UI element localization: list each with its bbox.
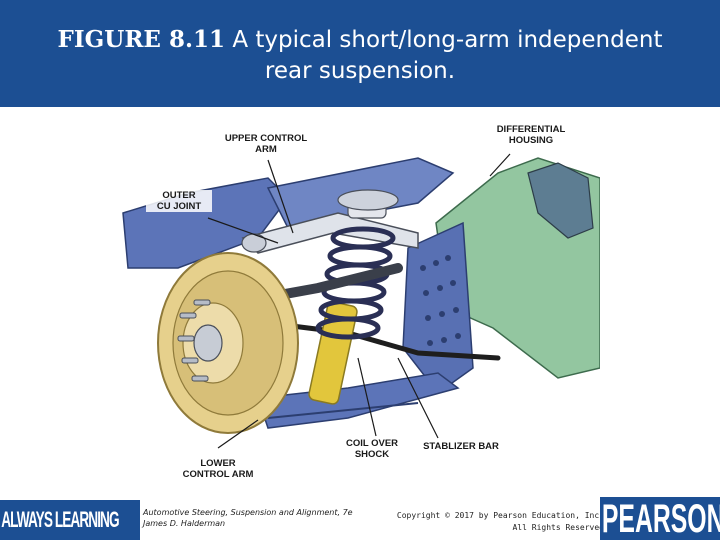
stabilizer-bar [265, 320, 501, 361]
figure-number: FIGURE 8.11 [57, 26, 225, 53]
label-coil-over-shock: COIL OVER SHOCK [336, 438, 408, 460]
plate-holes [420, 255, 461, 346]
knuckle-plate [402, 221, 474, 395]
label-upper-control-arm: UPPER CONTROL ARM [218, 133, 314, 155]
pearson-logo: PEARSON [600, 497, 720, 540]
label-lower-control-arm: LOWER CONTROL ARM [170, 458, 266, 480]
title-banner: FIGURE 8.11 A typical short/long-arm ind… [0, 0, 720, 107]
label-outer-cv-joint: OUTER CU JOINT [146, 190, 212, 212]
label-text: UPPER CONTROL [224, 133, 308, 144]
label-text: CONTROL ARM [182, 469, 254, 480]
label-stabilizer-bar: STABLIZER BAR [412, 441, 510, 452]
differential-gear [527, 162, 594, 239]
rights-line: All Rights Reserved [512, 523, 604, 532]
upper-control-arm [241, 212, 419, 254]
book-author: James D. Halderman [143, 519, 226, 528]
logo-text: PEARSON [601, 497, 720, 540]
label-text: OUTER [162, 190, 196, 201]
title-line-2: rear suspension. [264, 58, 456, 84]
label-text: DIFFERENTIAL [496, 124, 566, 135]
label-text: SHOCK [354, 449, 390, 460]
label-text: ARM [255, 144, 277, 155]
leader-lines [207, 153, 511, 449]
label-text: CU JOINT [156, 201, 202, 212]
copyright-notice: Copyright © 2017 by Pearson Education, I… [392, 510, 604, 534]
book-title: Automotive Steering, Suspension and Alig… [143, 508, 353, 517]
label-text: STABLIZER BAR [423, 441, 499, 452]
tagline-text: ALWAYS LEARNING [1, 507, 119, 532]
suspension-illustration [122, 153, 600, 449]
title-line-1: A typical short/long-arm independent [232, 27, 663, 53]
shock-body [308, 301, 358, 405]
slide-title: FIGURE 8.11 A typical short/long-arm ind… [20, 24, 700, 87]
brake-rotor [157, 252, 299, 434]
label-text: HOUSING [508, 135, 554, 146]
label-text: LOWER [200, 458, 236, 469]
always-learning-tagline: ALWAYS LEARNING [0, 500, 140, 540]
label-differential-housing: DIFFERENTIAL HOUSING [488, 124, 574, 146]
book-citation: Automotive Steering, Suspension and Alig… [143, 507, 353, 529]
label-text: COIL OVER [345, 438, 399, 449]
wheel-studs [177, 299, 211, 382]
copyright-line: Copyright © 2017 by Pearson Education, I… [396, 511, 604, 520]
